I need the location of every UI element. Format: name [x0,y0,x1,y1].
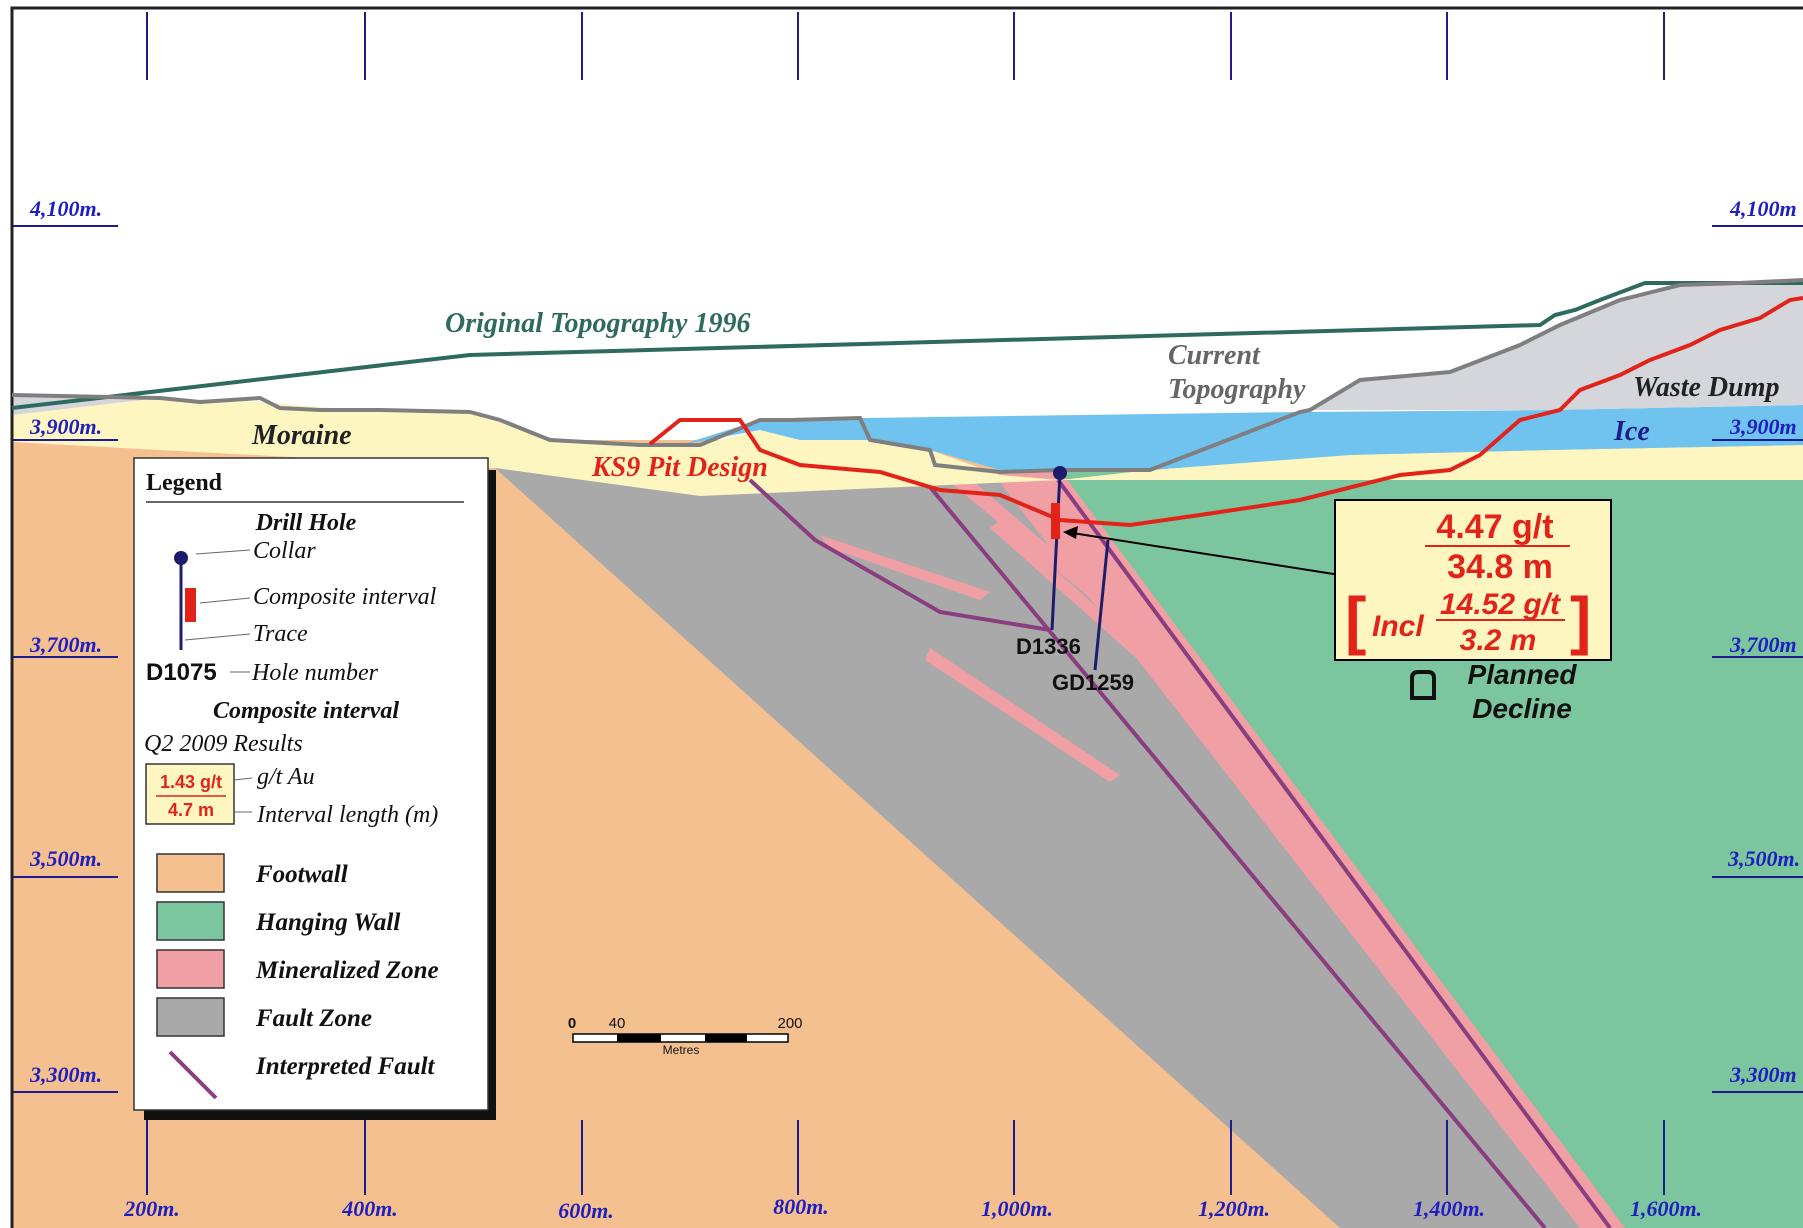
legend-interpreted-fault: Interpreted Fault [255,1053,436,1080]
elevation-label-right: 4,100m [1729,196,1797,221]
result-incl: Incl [1372,610,1424,643]
decline-label: Decline [1472,693,1572,724]
ice-label: Ice [1613,416,1650,447]
callout-arrowhead [1063,526,1078,539]
easting-label: 1,400m. [1413,1196,1485,1221]
drill-hole-label-gd1259: GD1259 [1052,670,1134,695]
easting-label: 200m. [123,1196,180,1221]
legend-collar: Collar [253,538,316,564]
callout-arrow [1065,531,1341,576]
drill-hole-d1336 [1050,466,1067,631]
elevation-label-right: 3,500m. [1727,846,1800,871]
scale-tick-40: 40 [609,1015,626,1032]
legend-hole-number: Hole number [251,660,379,686]
elevation-label: 4,100m. [29,196,102,221]
fault-line [748,478,1051,632]
result-incl-grade: 14.52 g/t [1440,588,1562,621]
legend-hanging-wall-swatch [156,901,225,941]
incl-bracket-left: [ [1345,584,1366,656]
scale-tick-0: 0 [568,1015,576,1032]
mineralized-lens [945,470,1100,598]
legend: Legend Drill Hole Collar Composite inter… [133,457,496,1120]
scale-unit: Metres [663,1043,700,1057]
easting-label: 600m. [558,1198,614,1223]
original-topography-line [11,281,1803,410]
drill-hole-label-d1336: D1336 [1016,634,1081,659]
easting-label: 400m. [341,1196,398,1221]
legend-footwall: Footwall [255,861,348,888]
current-topography-line [11,278,1803,475]
legend-footwall-swatch [156,853,225,893]
mineralized-lens [820,535,990,600]
elevation-label-right: 3,900m [1729,414,1797,439]
legend-hole-id: D1075 [146,659,217,686]
fault-line [1056,478,1612,1228]
legend-interval-length: Interval length (m) [256,802,438,828]
legend-fault-zone: Fault Zone [255,1005,372,1032]
mineralized-lens [925,648,1120,782]
incl-bracket-right: ] [1570,584,1591,656]
interpreted-faults [748,478,1612,1228]
easting-label: 1,600m. [1630,1196,1702,1221]
result-callout: 4.47 g/t 34.8 m [ Incl 14.52 g/t 3.2 m ] [1334,499,1612,661]
grey-patch-left [12,395,160,415]
legend-title: Legend [146,470,223,496]
legend-fault-zone-swatch [156,997,225,1037]
legend-drill-hole: Drill Hole [255,510,357,536]
legend-composite-interval: Composite interval [213,698,399,724]
grid [12,12,1803,1195]
legend-composite-interval-item: Composite interval [253,584,437,610]
result-grade: 4.47 g/t [1436,508,1553,546]
original-topography-label: Original Topography 1996 [445,308,750,339]
pit-design-label: KS9 Pit Design [591,452,768,483]
legend-sample-grade: 1.43 g/t [160,772,222,792]
drill-hole-gd1259-trace [1093,539,1110,671]
legend-sample-length: 4.7 m [168,800,214,820]
legend-hanging-wall: Hanging Wall [255,909,400,936]
legend-results: Q2 2009 Results [144,731,303,757]
legend-sample-box [145,763,235,825]
elevation-label: 3,300m. [29,1062,102,1087]
fault-line [928,485,1547,1228]
planned-decline-icon [1410,670,1436,700]
elevation-label-right: 3,300m [1729,1062,1797,1087]
scale-tick-200: 200 [777,1015,802,1032]
hanging-wall-unit [1050,455,1803,1228]
waste-dump-label: Waste Dump [1633,372,1780,403]
waste-dump [1310,280,1803,410]
pit-design-line [648,296,1803,528]
current-topography-label-2: Topography [1168,374,1306,405]
mineralized-lens [990,520,1200,706]
easting-label: 1,000m. [981,1196,1053,1221]
result-incl-length: 3.2 m [1460,624,1537,657]
elevation-label: 3,700m. [29,632,102,657]
legend-composite-icon [185,588,196,622]
frame [10,6,1803,1228]
moraine-label: Moraine [251,420,352,451]
legend-fault-icon [168,1050,218,1100]
elevation-label-right: 3,700m [1729,632,1797,657]
legend-collar-icon [174,551,188,565]
collar-marker [1053,466,1067,480]
legend-gt-au: g/t Au [257,764,315,790]
fault-zone-unit [495,468,1620,1228]
result-length: 34.8 m [1447,548,1553,586]
easting-label: 1,200m. [1198,1196,1270,1221]
legend-mineralized-swatch [156,949,225,989]
planned-label: Planned [1468,659,1578,690]
easting-label: 800m. [773,1194,829,1219]
elevation-label: 3,500m. [29,846,102,871]
legend-trace: Trace [253,621,308,647]
composite-interval-mark [1051,503,1060,539]
elevation-label: 3,900m. [29,414,102,439]
scale-bar: 0 40 200 Metres [568,1015,803,1057]
legend-mineralized-zone: Mineralized Zone [255,957,439,984]
current-topography-label-1: Current [1168,340,1261,371]
